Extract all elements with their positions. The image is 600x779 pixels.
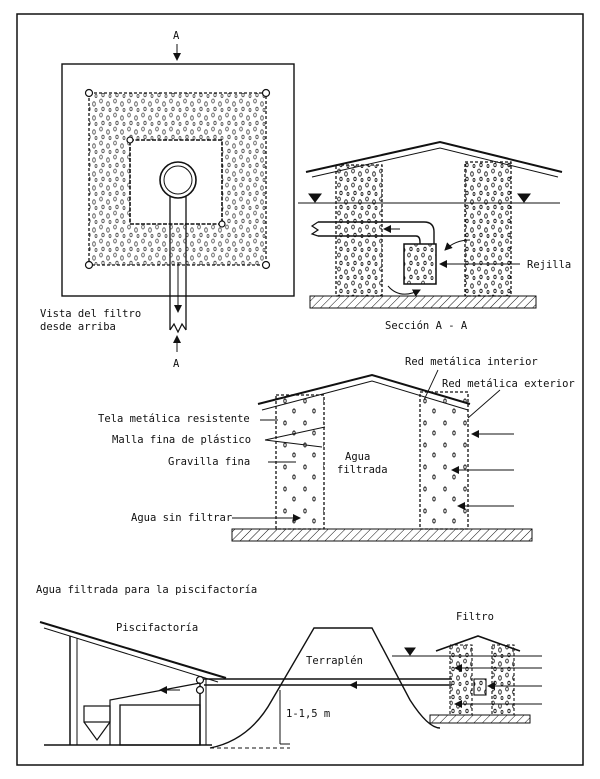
wall-detail (231, 369, 533, 542)
top-view-caption-line1: Vista del filtro (40, 308, 142, 320)
terraplen-label: Terraplén (306, 655, 363, 667)
section-wall-left (335, 164, 383, 297)
tela-metalica-label: Tela metálica resistente (98, 413, 250, 425)
rejilla-box (403, 243, 437, 285)
detail-wall-right (419, 391, 469, 530)
malla-fina-label: Malla fina de plástico (112, 434, 252, 446)
rejilla-label: Rejilla (527, 259, 572, 271)
agua-sin-filtrar-label: Agua sin filtrar (131, 512, 233, 524)
section-marker-bottom-label: A (173, 358, 180, 370)
section-marker-top-label: A (173, 30, 180, 42)
farm-title: Agua filtrada para la piscifactoría (36, 584, 258, 596)
page-frame (16, 13, 584, 766)
filtro-label: Filtro (456, 611, 494, 623)
top-view-caption-line2: desde arriba (40, 321, 116, 333)
gravilla-label: Gravilla fina (168, 456, 251, 468)
farm-section (39, 621, 542, 749)
piscifactoria-label: Piscifactoría (116, 622, 199, 634)
top-view (61, 44, 295, 352)
red-exterior-label: Red metálica exterior (442, 378, 575, 390)
height-label: 1-1,5 m (286, 708, 331, 720)
agua-filtrada-label-2: filtrada (337, 464, 388, 476)
red-interior-label: Red metálica interior (405, 356, 538, 368)
section-caption: Sección A - A (385, 320, 468, 332)
agua-filtrada-label-1: Agua (345, 451, 371, 463)
top-view-pipe-circle (159, 161, 197, 199)
section-a-a (298, 140, 563, 309)
section-wall-right (464, 161, 512, 297)
